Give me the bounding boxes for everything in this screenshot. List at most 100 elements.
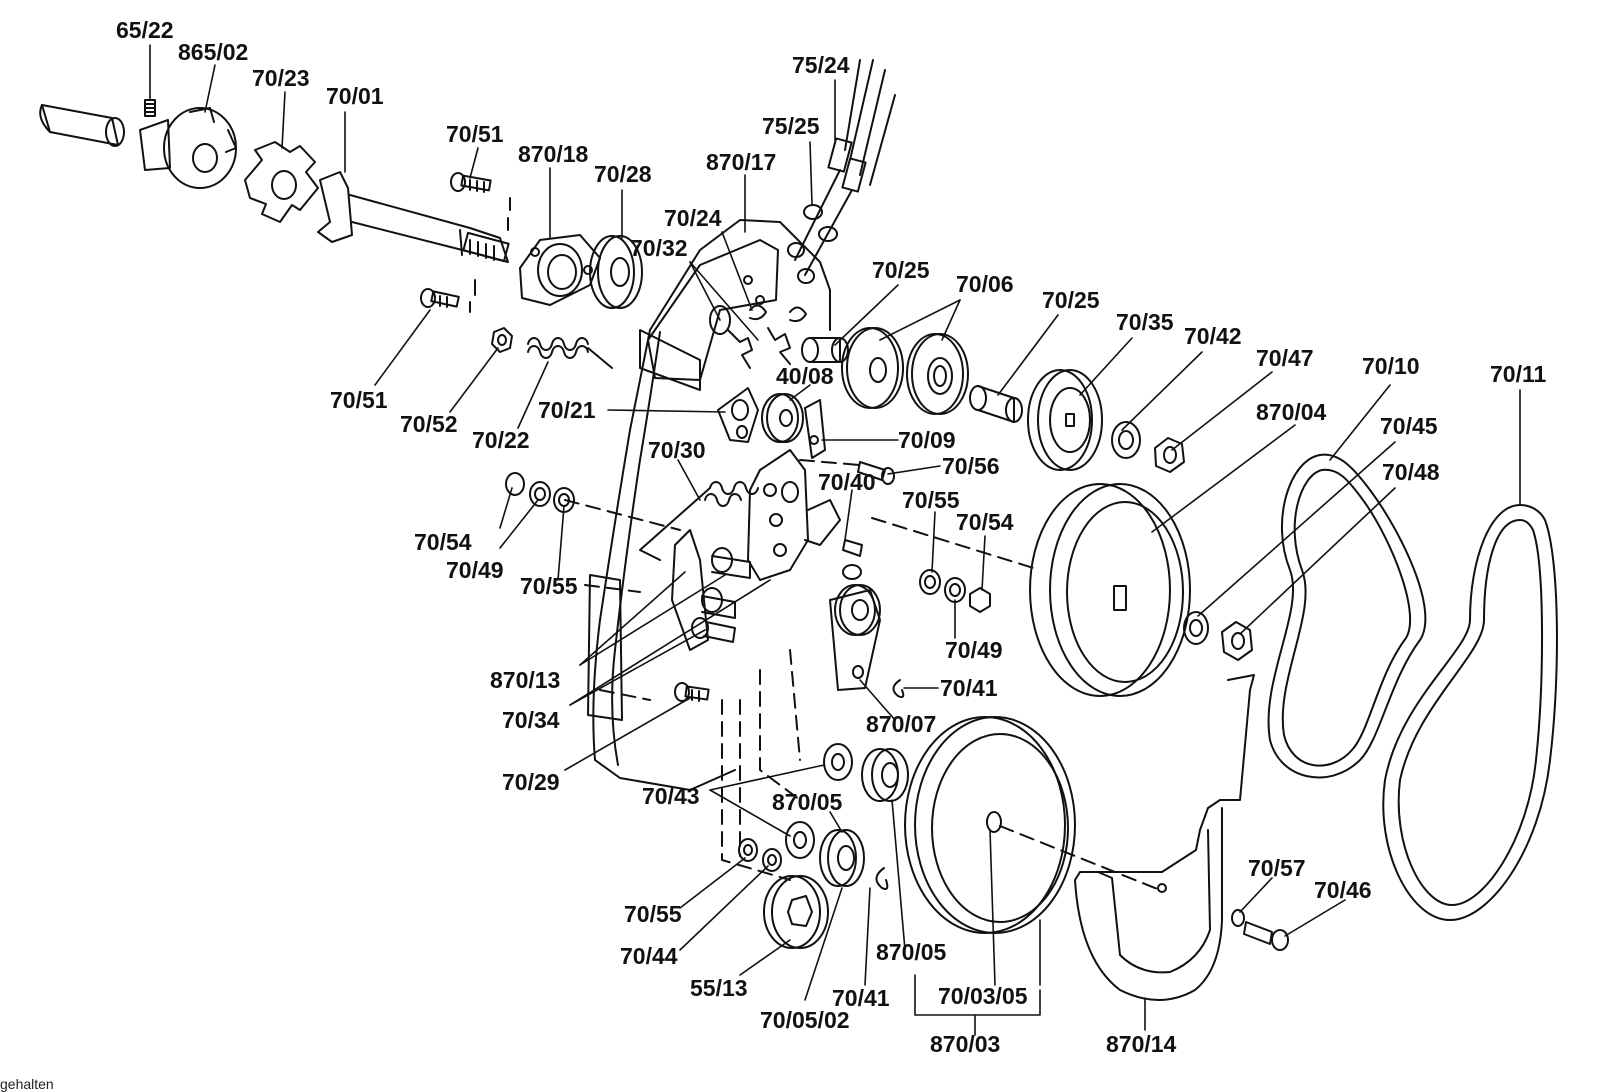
label-70-03-05: 70/03/05	[938, 983, 1028, 1009]
label-55-13: 55/13	[690, 975, 748, 1001]
label-70-57: 70/57	[1248, 855, 1306, 881]
label-70-55-lower: 70/55	[624, 901, 682, 927]
bolt-70-56	[857, 461, 895, 485]
label-70-25-b: 70/25	[1042, 287, 1100, 313]
label-870-13: 870/13	[490, 667, 560, 693]
label-70-28: 70/28	[594, 161, 652, 187]
label-70-29: 70/29	[502, 769, 560, 795]
label-70-30: 70/30	[648, 437, 706, 463]
washer-70-42	[1111, 421, 1141, 459]
pulley-870-04	[1029, 483, 1191, 697]
label-70-09: 70/09	[898, 427, 956, 453]
label-70-01: 70/01	[326, 83, 384, 109]
belt-70-11	[1382, 504, 1558, 921]
label-70-52: 70/52	[400, 411, 458, 437]
nut-70-48	[1221, 621, 1253, 661]
bearing-70-28	[589, 235, 643, 309]
label-70-56: 70/56	[942, 453, 1000, 479]
pivot-arm-assembly	[747, 449, 841, 581]
tension-lever-70-21	[717, 387, 759, 443]
label-870-05-lower: 870/05	[876, 939, 947, 965]
coupling-865-02	[139, 107, 237, 189]
clip-70-41-upper	[892, 679, 905, 699]
label-870-14: 870/14	[1106, 1031, 1177, 1057]
bushing-70-25-b	[969, 385, 1023, 423]
label-870-18: 870/18	[518, 141, 589, 167]
label-70-24: 70/24	[664, 205, 722, 231]
label-70-51-top: 70/51	[446, 121, 504, 147]
label-870-04: 870/04	[1256, 399, 1327, 425]
alignment-lines	[564, 459, 1161, 891]
bolt-70-46	[1231, 909, 1289, 951]
label-40-08: 40/08	[776, 363, 834, 389]
label-865-02: 865/02	[178, 39, 248, 65]
tension-spring-70-30	[639, 481, 759, 561]
tension-spring-70-22	[527, 337, 589, 359]
part-labels: 65/22 865/02 70/23 70/01 70/51 870/18 70…	[116, 17, 1546, 1057]
label-70-22: 70/22	[472, 427, 530, 453]
bolt-70-29	[674, 682, 710, 702]
roller-40-08	[761, 393, 804, 443]
bolt-70-51-upper	[450, 172, 492, 193]
main-shaft-70-01	[317, 171, 510, 263]
label-70-49-left: 70/49	[446, 557, 504, 583]
label-70-10: 70/10	[1362, 353, 1420, 379]
spring-leader	[587, 347, 613, 369]
gear-870-05-b	[819, 829, 865, 887]
rubber-spider-70-23	[244, 141, 319, 223]
label-70-44: 70/44	[620, 943, 678, 969]
label-70-11: 70/11	[1490, 361, 1546, 387]
cable-bracket-870-17	[647, 239, 779, 381]
label-70-54-right: 70/54	[956, 509, 1014, 535]
bolt-70-40	[842, 539, 863, 580]
leader-lines	[149, 44, 1521, 1036]
washer-stack-left	[505, 472, 575, 513]
nut-70-52	[491, 327, 513, 353]
washer-70-55-lower	[738, 838, 758, 862]
gear-870-05-a	[861, 748, 909, 802]
label-870-05-upper: 870/05	[772, 789, 843, 815]
label-70-23: 70/23	[252, 65, 310, 91]
clip-70-41-lower	[875, 867, 889, 890]
label-70-05-02: 70/05/02	[760, 1007, 850, 1033]
pulley-70-35	[1027, 369, 1103, 471]
nut-70-47	[1154, 437, 1185, 473]
label-70-43: 70/43	[642, 783, 700, 809]
cable-nuts-75-25	[787, 204, 838, 284]
set-screw-65-22	[144, 99, 156, 117]
springs-70-32	[709, 305, 791, 369]
bolt-70-51-lower	[420, 288, 460, 308]
label-70-55-right: 70/55	[902, 487, 960, 513]
link-plate-70-09	[804, 399, 826, 459]
gear-55-13	[763, 875, 829, 949]
pulley-70-06-a	[841, 327, 904, 409]
label-70-55-left: 70/55	[520, 573, 578, 599]
tensioner-870-07	[829, 584, 881, 691]
label-870-03: 870/03	[930, 1031, 1000, 1057]
cable-75-24	[794, 59, 896, 276]
bracket-870-13	[671, 529, 751, 651]
pulley-70-06-b	[906, 333, 969, 415]
label-70-47: 70/47	[1256, 345, 1314, 371]
label-70-25-a: 70/25	[872, 257, 930, 283]
label-70-49-right: 70/49	[945, 637, 1003, 663]
label-70-42: 70/42	[1184, 323, 1242, 349]
bushing-70-25-a	[801, 337, 849, 363]
label-70-54-left: 70/54	[414, 529, 472, 555]
housing-plate	[587, 219, 831, 791]
label-70-48: 70/48	[1382, 459, 1440, 485]
label-65-22: 65/22	[116, 17, 174, 43]
belt-guard-870-14	[1074, 674, 1255, 1001]
washer-70-43-a	[823, 743, 853, 781]
label-870-07: 870/07	[866, 711, 936, 737]
label-70-32: 70/32	[630, 235, 688, 261]
label-75-24: 75/24	[792, 52, 850, 78]
label-870-17: 870/17	[706, 149, 776, 175]
flange-870-18	[519, 234, 601, 306]
washer-70-44	[762, 848, 782, 872]
label-70-41-lower: 70/41	[832, 985, 890, 1011]
cable-clips-70-24	[749, 304, 807, 323]
label-70-35: 70/35	[1116, 309, 1174, 335]
label-70-41-upper: 70/41	[940, 675, 998, 701]
